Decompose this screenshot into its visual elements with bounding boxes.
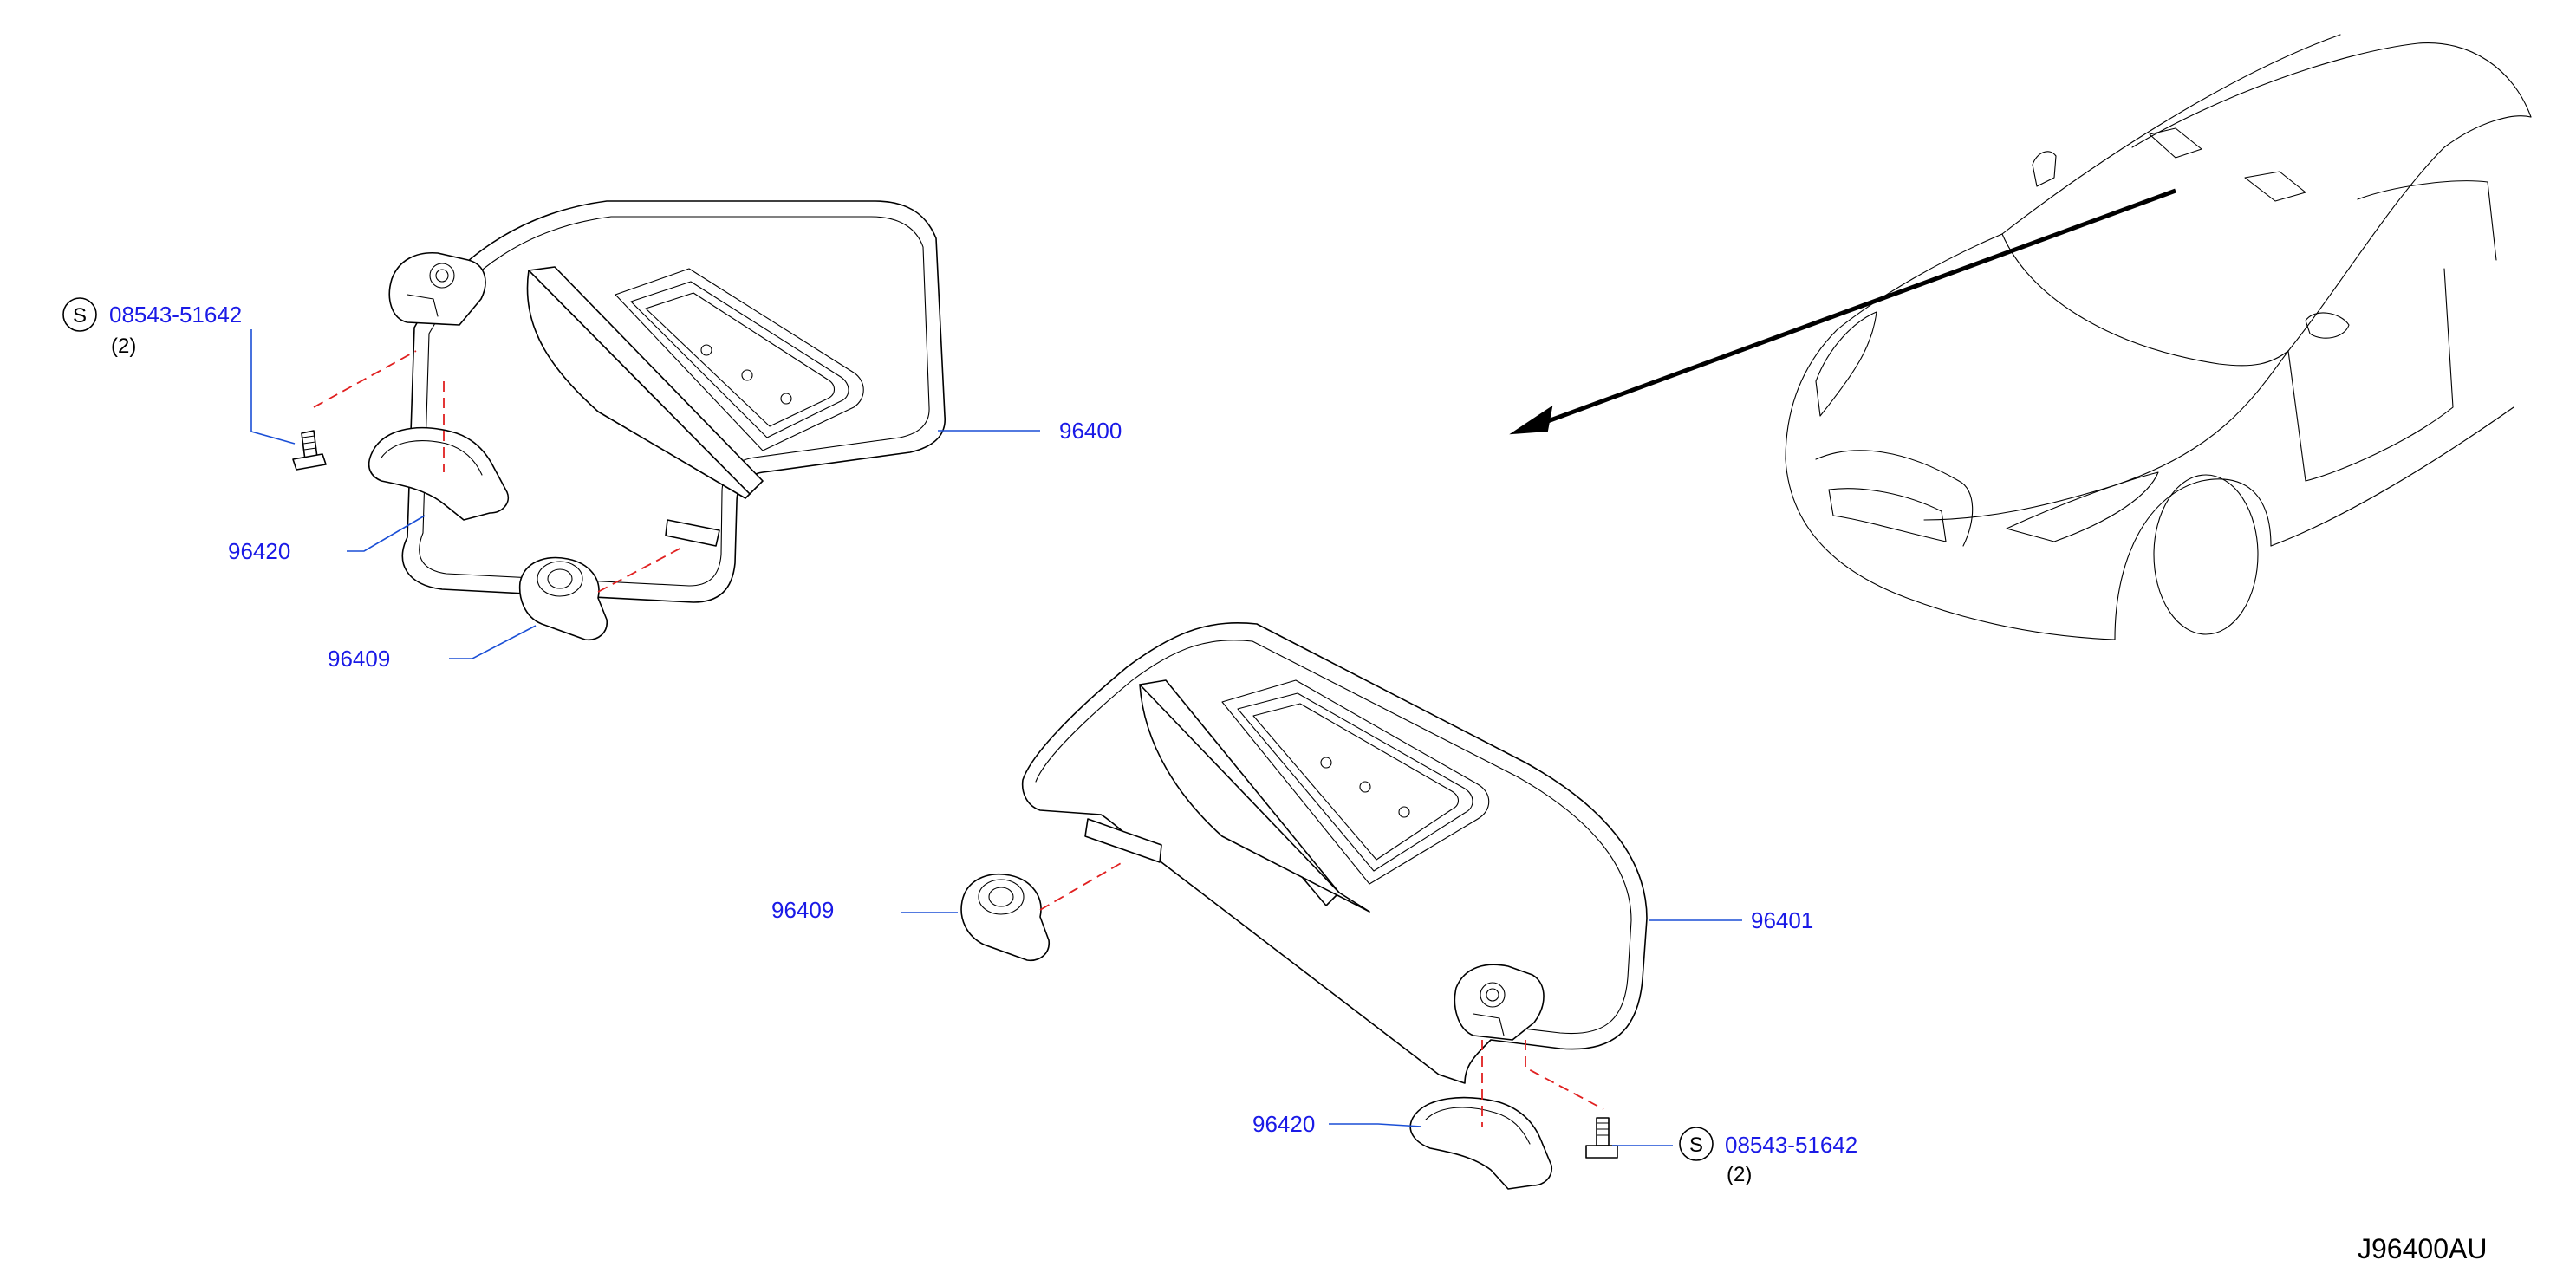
left-cover-leader [347, 515, 426, 552]
car-illustration [1785, 34, 2532, 640]
left-screw-dash-line [313, 350, 417, 408]
left-holder-part-number: 96409 [328, 646, 390, 672]
right-screw-s-symbol [1679, 1127, 1714, 1161]
right-screw-part-number: 08543-51642 [1725, 1132, 1857, 1158]
left-screw-s-letter: S [73, 304, 87, 328]
right-visor-part-number: 96401 [1751, 907, 1813, 933]
left-cover-part-number: 96420 [228, 538, 290, 564]
left-holder-leader [449, 625, 537, 659]
left-cover-drawing [368, 426, 509, 521]
left-visor-part-number: 96400 [1059, 418, 1122, 444]
right-holder-dash-line [1039, 861, 1123, 911]
right-holder-part-number: 96409 [771, 897, 834, 923]
diagram-code: J96400AU [2358, 1233, 2487, 1264]
right-holder-drawing [960, 874, 1050, 962]
left-holder-drawing [518, 556, 608, 641]
left-screw-quantity: (2) [111, 334, 136, 358]
right-screw-drawing [1585, 1117, 1618, 1159]
right-screw-s-letter: S [1689, 1133, 1703, 1157]
right-cover-leader [1329, 1123, 1422, 1127]
right-screw-quantity: (2) [1727, 1163, 1752, 1186]
left-screw-leader [250, 329, 296, 445]
right-cover-drawing [1409, 1096, 1553, 1190]
left-screw-drawing [292, 430, 327, 471]
left-screw-part-number: 08543-51642 [109, 302, 242, 328]
left-screw-s-symbol [62, 297, 97, 332]
right-sun-visor-drawing [1021, 622, 1648, 1084]
location-arrow [1509, 188, 2176, 435]
right-screw-dash-line [1525, 1040, 1604, 1110]
right-cover-part-number: 96420 [1252, 1111, 1315, 1137]
left-sun-visor-drawing [388, 200, 946, 603]
